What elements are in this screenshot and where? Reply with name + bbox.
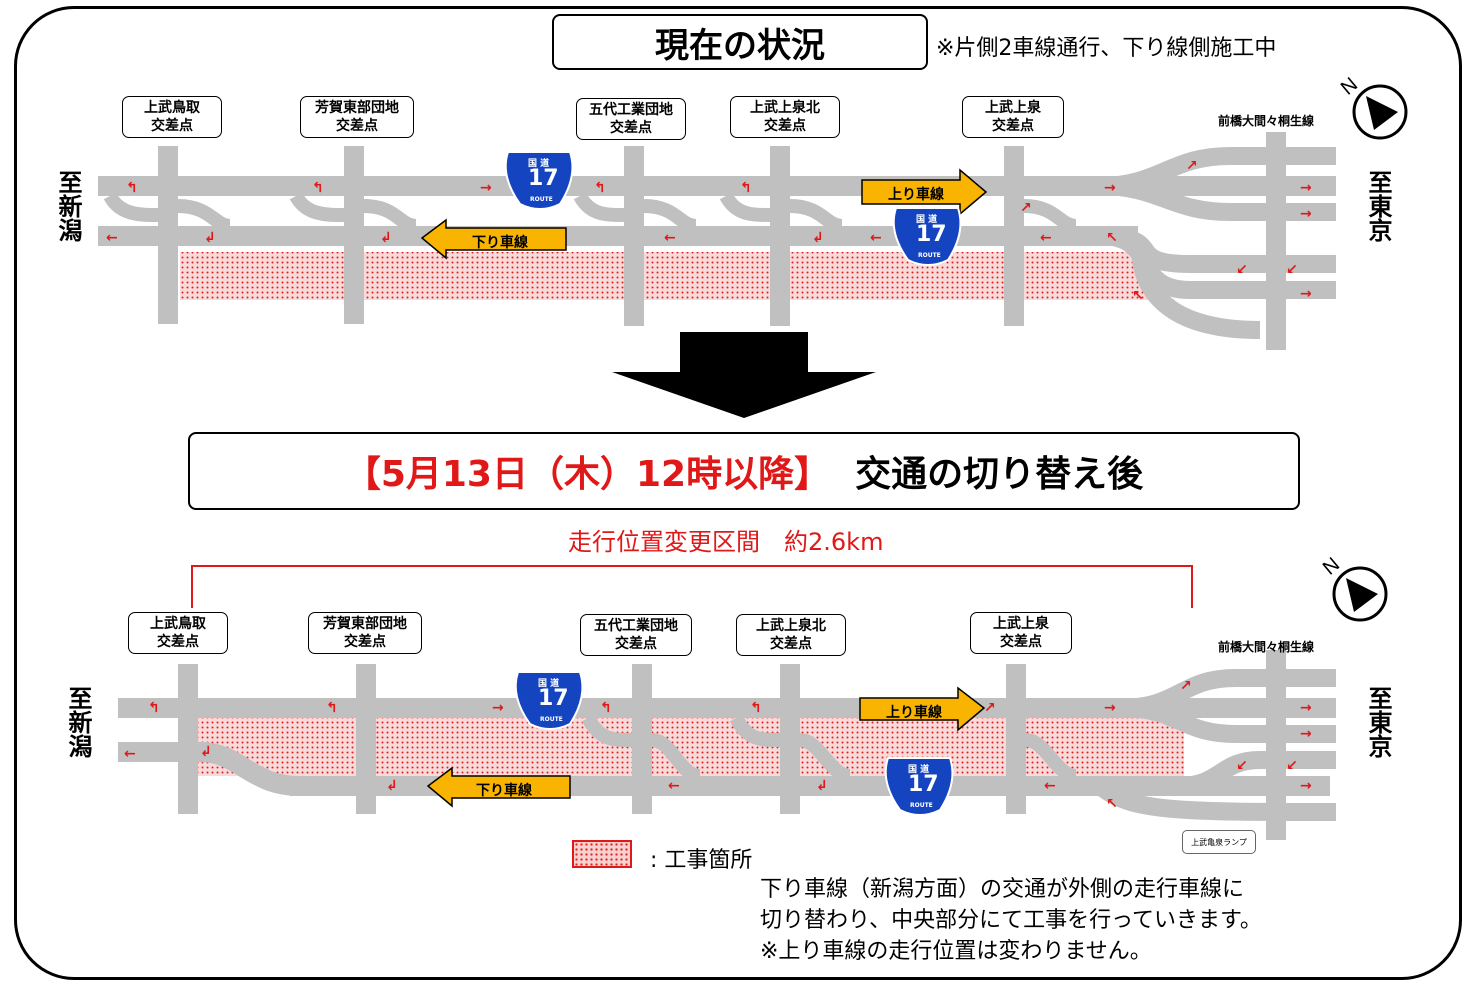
svg-text:↖: ↖ (1106, 796, 1118, 812)
after-switch-title: 【5月13日（木）12時以降】 交通の切り替え後 (188, 432, 1300, 510)
svg-text:↗: ↗ (1186, 158, 1198, 174)
current-note: ※片側2車線通行、下り線側施工中 (936, 36, 1277, 61)
svg-text:→: → (1300, 286, 1312, 302)
current-status-title: 現在の状況 (552, 14, 928, 70)
bypass-road-label: 前橋大間々桐生線 (1218, 114, 1315, 128)
svg-text:→: → (1104, 700, 1116, 716)
after-road-map: ↰←↲ ↰↲→ ↰←↰ ↲←→ ↗→→ ↙↙→ ↖↗ (118, 565, 1337, 840)
svg-text:→: → (1104, 180, 1116, 196)
svg-text:→: → (1300, 180, 1312, 196)
svg-text:←: ← (1044, 778, 1056, 794)
intersection-label: 芳賀東部団地交差点 (300, 96, 414, 138)
svg-text:↙: ↙ (1286, 262, 1298, 278)
up-lane-arrow-after (859, 686, 986, 732)
section-bracket (191, 565, 1193, 608)
to-tokyo-label: 至東京 (1364, 686, 1392, 758)
date-time-label: 【5月13日（木）12時以降】 (344, 454, 831, 495)
up-road-current (98, 176, 1336, 196)
bypass-road-label: 前橋大間々桐生線 (1218, 640, 1315, 654)
svg-text:↰: ↰ (148, 700, 160, 716)
svg-text:→: → (492, 700, 504, 716)
diagram-frame (14, 6, 1462, 980)
section-length-label: 走行位置変更区間 約2.6km (568, 528, 884, 556)
route-number: 17 (528, 166, 559, 191)
svg-text:←: ← (668, 778, 680, 794)
svg-text:←: ← (870, 230, 882, 246)
intersection-label: 上武鳥取交差点 (122, 96, 222, 138)
down-lane-label-current: 下り車線 (472, 235, 528, 251)
svg-text:↙: ↙ (1236, 758, 1248, 774)
after-switch-label: 交通の切り替え後 (855, 454, 1144, 495)
svg-text:↲: ↲ (200, 744, 212, 760)
up-lane-arrow-current (861, 168, 988, 216)
to-tokyo-label: 至東京 (1364, 170, 1392, 242)
svg-text:↲: ↲ (812, 230, 824, 246)
intersection-label: 芳賀東部団地交差点 (308, 612, 422, 654)
svg-text:→: → (1300, 700, 1312, 716)
route-17-shield (504, 151, 962, 816)
svg-text:→: → (480, 180, 492, 196)
intersection-label: 上武上泉北交差点 (736, 614, 846, 656)
svg-text:→: → (1300, 778, 1312, 794)
down-lane-arrow-current (420, 218, 567, 260)
svg-text:←: ← (1040, 230, 1052, 246)
svg-text:↖: ↖ (1106, 230, 1118, 246)
svg-text:↰: ↰ (312, 180, 324, 196)
svg-text:→: → (1300, 726, 1312, 742)
svg-text:↰: ↰ (126, 180, 138, 196)
svg-text:↲: ↲ (204, 230, 216, 246)
svg-text:←: ← (124, 746, 136, 762)
intersection-label: 上武上泉交差点 (970, 612, 1072, 654)
svg-text:→: → (1300, 206, 1312, 222)
svg-text:↰: ↰ (326, 700, 338, 716)
description-text: 下り車線（新潟方面）の交通が外側の走行車線に 切り替わり、中央部分にて工事を行っ… (760, 877, 1262, 964)
intersection-label: 五代工業団地交差点 (580, 614, 692, 656)
svg-text:↰: ↰ (600, 700, 612, 716)
svg-text:↰: ↰ (750, 700, 762, 716)
construction-legend-swatch (572, 840, 632, 868)
construction-legend-label: : 工事箇所 (650, 848, 753, 873)
svg-text:↰: ↰ (740, 180, 752, 196)
svg-text:↲: ↲ (816, 778, 828, 794)
svg-text:↲: ↲ (386, 778, 398, 794)
up-lane-label-current: 上り車線 (888, 187, 944, 203)
down-road-current (98, 226, 1138, 246)
intersection-label: 五代工業団地交差点 (576, 98, 686, 140)
intersection-label: 上武鳥取交差点 (128, 612, 228, 654)
svg-text:↙: ↙ (1236, 262, 1248, 278)
to-niigata-label: 至新潟 (54, 170, 82, 242)
intersection-label: 上武上泉交差点 (962, 96, 1064, 138)
intersection-label: 上武上泉北交差点 (730, 96, 840, 138)
transition-arrow (612, 332, 876, 418)
to-niigata-label: 至新潟 (64, 686, 92, 758)
construction-area-current (180, 252, 1140, 300)
svg-text:↗: ↗ (1020, 200, 1032, 216)
svg-text:←: ← (106, 230, 118, 246)
svg-text:↖: ↖ (1132, 288, 1144, 304)
svg-text:↰: ↰ (594, 180, 606, 196)
down-lane-label-after: 下り車線 (476, 783, 532, 799)
up-lane-label-after: 上り車線 (886, 705, 942, 721)
svg-text:↗: ↗ (984, 700, 996, 716)
svg-text:↙: ↙ (1286, 758, 1298, 774)
svg-text:↗: ↗ (1180, 678, 1192, 694)
ramp-label: 上武亀泉ランプ (1182, 830, 1256, 854)
current-road-map: ↰↲← ↰↲→ ↰←↰ ↲←← →↖↗ →→↙ ↙→↖ ↗ (98, 132, 1336, 350)
svg-text:←: ← (664, 230, 676, 246)
svg-text:↲: ↲ (380, 230, 392, 246)
down-lane-arrow-after (426, 766, 571, 808)
